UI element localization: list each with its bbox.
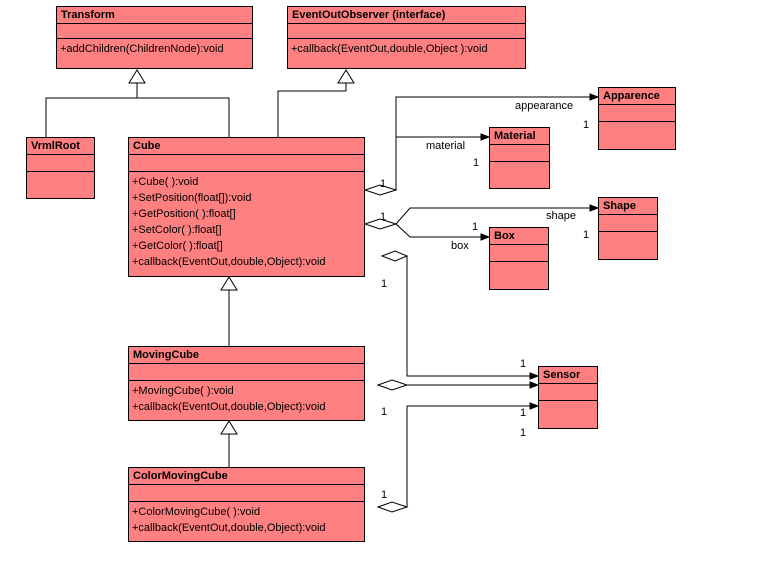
diamond-cube-shape — [363, 218, 398, 230]
multiplicity-label: 1 — [381, 278, 388, 290]
class-name: Material — [490, 128, 549, 145]
arrowhead-sensor-cube — [529, 372, 540, 380]
operation: +GetPosition( ):float[] — [132, 208, 236, 220]
class-name: EventOutObserver (interface) — [288, 7, 525, 24]
role-label-box: box — [451, 240, 469, 252]
diamond-colormovingcube-sensor — [376, 501, 409, 513]
class-name: Apparence — [599, 88, 675, 105]
inheritance-arrow-transform — [128, 69, 146, 84]
multiplicity-label: 1 — [381, 489, 388, 501]
class-name: Transform — [57, 7, 252, 24]
diamond-movingcube-sensor — [376, 379, 409, 391]
aggregation-cube-box — [395, 223, 483, 238]
role-label-appearance: appearance — [515, 100, 574, 112]
aggregation-cube-apparence — [395, 96, 592, 190]
class-movingcube[interactable]: MovingCube +MovingCube( ):void +callback… — [128, 346, 365, 421]
multiplicity-label: 1 — [583, 229, 590, 241]
class-name: Cube — [129, 138, 364, 155]
class-name: VrmlRoot — [27, 138, 94, 155]
arrowhead-material — [480, 133, 491, 141]
attributes-compartment — [288, 24, 525, 39]
aggregation-colormovingcube-sensor — [406, 405, 532, 507]
arrowhead-sensor-colormovingcube — [529, 402, 540, 410]
inheritance-arrow-movingcube — [220, 420, 238, 435]
class-eventoutobserver[interactable]: EventOutObserver (interface) +callback(E… — [287, 6, 526, 69]
operations-compartment: +callback(EventOut,double,Object ):void — [288, 39, 525, 59]
operation: +callback(EventOut,double,Object):void — [132, 401, 326, 413]
class-colormovingcube[interactable]: ColorMovingCube +ColorMovingCube( ):void… — [128, 467, 365, 542]
attributes-compartment — [129, 364, 364, 381]
operation: +SetPosition(float[]):void — [132, 192, 252, 204]
class-shape[interactable]: Shape — [598, 197, 658, 260]
operations-compartment: +ColorMovingCube( ):void +callback(Event… — [129, 502, 364, 538]
attributes-compartment — [129, 155, 364, 172]
multiplicity-label: 1 — [380, 211, 387, 223]
class-box[interactable]: Box — [489, 227, 549, 290]
operation: +callback(EventOut,double,Object):void — [132, 522, 326, 534]
multiplicity-label: 1 — [520, 407, 527, 419]
diamond-cube-apparence — [363, 184, 398, 196]
class-name: Box — [490, 228, 548, 245]
attributes-compartment — [490, 145, 549, 162]
diamond-cube-sensor — [380, 250, 409, 262]
multiplicity-label: 1 — [472, 221, 479, 233]
multiplicity-label: 1 — [380, 178, 387, 190]
multiplicity-label: 1 — [473, 157, 480, 169]
inheritance-arrow-cube — [220, 276, 238, 291]
aggregation-cube-shape — [395, 207, 592, 225]
arrowhead-apparence — [589, 93, 600, 101]
attributes-compartment — [599, 215, 657, 232]
class-transform[interactable]: Transform +addChildren(ChildrenNode):voi… — [56, 6, 253, 69]
class-name: MovingCube — [129, 347, 364, 364]
arrowhead-shape — [589, 204, 600, 212]
aggregation-cube-sensor — [406, 256, 532, 377]
attributes-compartment — [490, 245, 548, 262]
operations-compartment: +Cube( ):void +SetPosition(float[]):void… — [129, 172, 364, 272]
class-name: Sensor — [539, 367, 597, 384]
inheritance-arrow-observer — [337, 69, 355, 84]
operation: +callback(EventOut,double,Object):void — [132, 256, 326, 268]
class-name: ColorMovingCube — [129, 468, 364, 485]
operation: +Cube( ):void — [132, 176, 199, 188]
class-material[interactable]: Material — [489, 127, 550, 189]
generalization-vrmlroot-transform — [45, 97, 230, 137]
attributes-compartment — [129, 485, 364, 502]
operation: +SetColor( ):float[] — [132, 224, 222, 236]
multiplicity-label: 1 — [381, 406, 388, 418]
class-apparence[interactable]: Apparence — [598, 87, 676, 150]
attributes-compartment — [27, 155, 94, 172]
operation: +GetColor( ):float[] — [132, 240, 223, 252]
operation: +MovingCube( ):void — [132, 385, 234, 397]
realization-cube-observer — [277, 83, 347, 137]
arrowhead-box — [480, 233, 491, 241]
role-label-shape: shape — [546, 210, 576, 222]
operation: +callback(EventOut,double,Object ):void — [291, 43, 488, 55]
multiplicity-label: 1 — [520, 427, 527, 439]
operations-compartment: +MovingCube( ):void +callback(EventOut,d… — [129, 381, 364, 417]
operation: +ColorMovingCube( ):void — [132, 506, 261, 518]
class-cube[interactable]: Cube +Cube( ):void +SetPosition(float[])… — [128, 137, 365, 277]
attributes-compartment — [599, 105, 675, 122]
arrowhead-sensor-movingcube — [529, 381, 540, 389]
class-sensor[interactable]: Sensor — [538, 366, 598, 429]
multiplicity-label: 1 — [520, 358, 527, 370]
multiplicity-label: 1 — [583, 119, 590, 131]
class-vrmlroot[interactable]: VrmlRoot — [26, 137, 95, 199]
attributes-compartment — [57, 24, 252, 39]
role-label-material: material — [426, 140, 466, 152]
operations-compartment: +addChildren(ChildrenNode):void — [57, 39, 252, 59]
attributes-compartment — [539, 384, 597, 401]
class-name: Shape — [599, 198, 657, 215]
operation: +addChildren(ChildrenNode):void — [60, 43, 224, 55]
